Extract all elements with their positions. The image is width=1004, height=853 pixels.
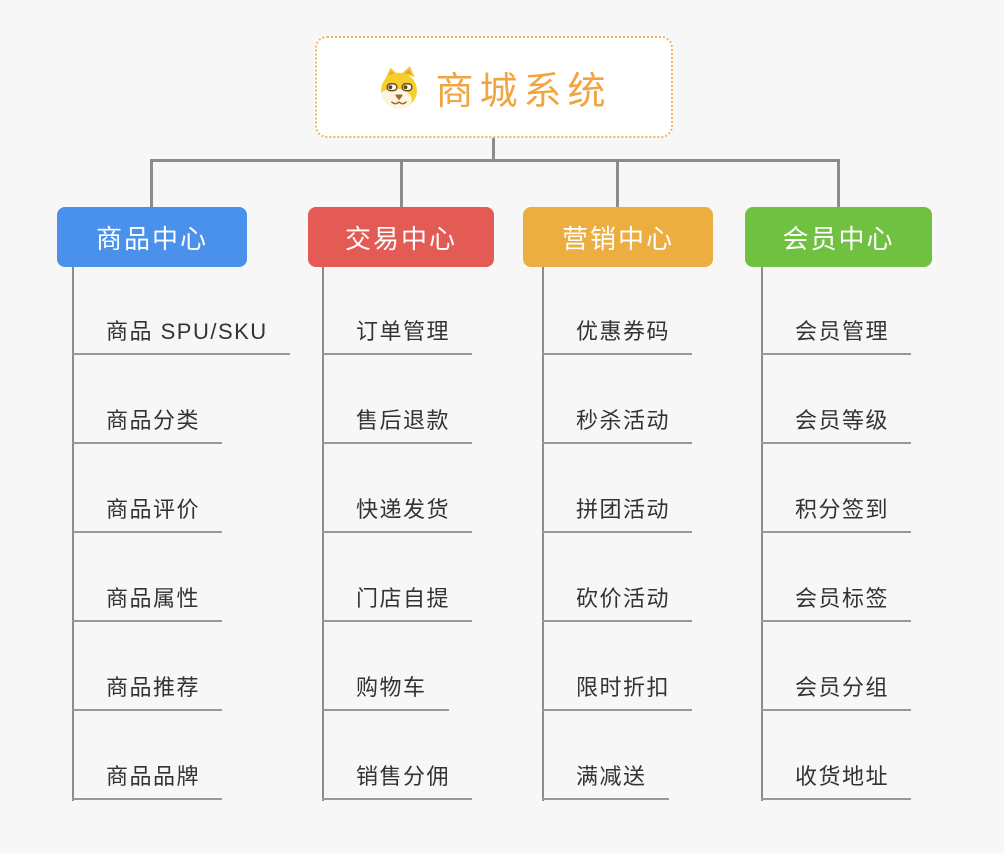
subtopic-node[interactable]: 优惠券码 — [542, 319, 693, 355]
branch-items-trade: 订单管理 售后退款 快递发货 门店自提 购物车 销售分佣 — [322, 267, 473, 853]
subtopic-node[interactable]: 订单管理 — [322, 319, 473, 355]
subtopic-node[interactable]: 会员等级 — [761, 408, 912, 444]
subtopic-node[interactable]: 售后退款 — [322, 408, 473, 444]
branch-trunk-products — [72, 267, 74, 801]
subtopic-node[interactable]: 商品属性 — [72, 586, 223, 622]
branch-items-marketing: 优惠券码 秒杀活动 拼团活动 砍价活动 限时折扣 满减送 — [542, 267, 693, 853]
subtopic-node[interactable]: 限时折扣 — [542, 675, 693, 711]
branch-trunk-trade — [322, 267, 324, 801]
branch-items-member: 会员管理 会员等级 积分签到 会员标签 会员分组 收货地址 — [761, 267, 912, 853]
subtopic-node[interactable]: 会员管理 — [761, 319, 912, 355]
subtopic-node[interactable]: 商品品牌 — [72, 764, 223, 800]
branch-trunk-marketing — [542, 267, 544, 801]
subtopic-node[interactable]: 会员标签 — [761, 586, 912, 622]
connector-horizontal-bar — [150, 159, 840, 162]
subtopic-node[interactable]: 秒杀活动 — [542, 408, 693, 444]
dog-icon — [381, 66, 418, 109]
subtopic-node[interactable]: 门店自提 — [322, 586, 473, 622]
branch-header-marketing[interactable]: 营销中心 — [523, 207, 713, 267]
branch-header-trade[interactable]: 交易中心 — [308, 207, 494, 267]
connector-drop-member — [837, 159, 840, 207]
connector-drop-marketing — [616, 159, 619, 207]
subtopic-node[interactable]: 商品评价 — [72, 497, 223, 533]
subtopic-node[interactable]: 拼团活动 — [542, 497, 693, 533]
subtopic-node[interactable]: 积分签到 — [761, 497, 912, 533]
subtopic-node[interactable]: 商品分类 — [72, 408, 223, 444]
connector-drop-trade — [400, 159, 403, 207]
subtopic-node[interactable]: 商品 SPU/SKU — [72, 319, 290, 355]
connector-root-stem — [492, 138, 495, 161]
branch-items-products: 商品 SPU/SKU 商品分类 商品评价 商品属性 商品推荐 商品品牌 — [72, 267, 290, 853]
root-node[interactable]: 商城系统 — [315, 36, 673, 138]
subtopic-node[interactable]: 会员分组 — [761, 675, 912, 711]
subtopic-node[interactable]: 销售分佣 — [322, 764, 473, 800]
subtopic-node[interactable]: 快递发货 — [322, 497, 473, 533]
subtopic-node[interactable]: 购物车 — [322, 675, 449, 711]
root-title: 商城系统 — [435, 70, 612, 113]
branch-header-member[interactable]: 会员中心 — [745, 207, 932, 267]
branch-header-products[interactable]: 商品中心 — [57, 207, 247, 267]
branch-trunk-member — [761, 267, 763, 801]
subtopic-node[interactable]: 砍价活动 — [542, 586, 693, 622]
subtopic-node[interactable]: 满减送 — [542, 764, 669, 800]
subtopic-node[interactable]: 收货地址 — [761, 764, 912, 800]
connector-drop-products — [150, 159, 153, 207]
subtopic-node[interactable]: 商品推荐 — [72, 675, 223, 711]
